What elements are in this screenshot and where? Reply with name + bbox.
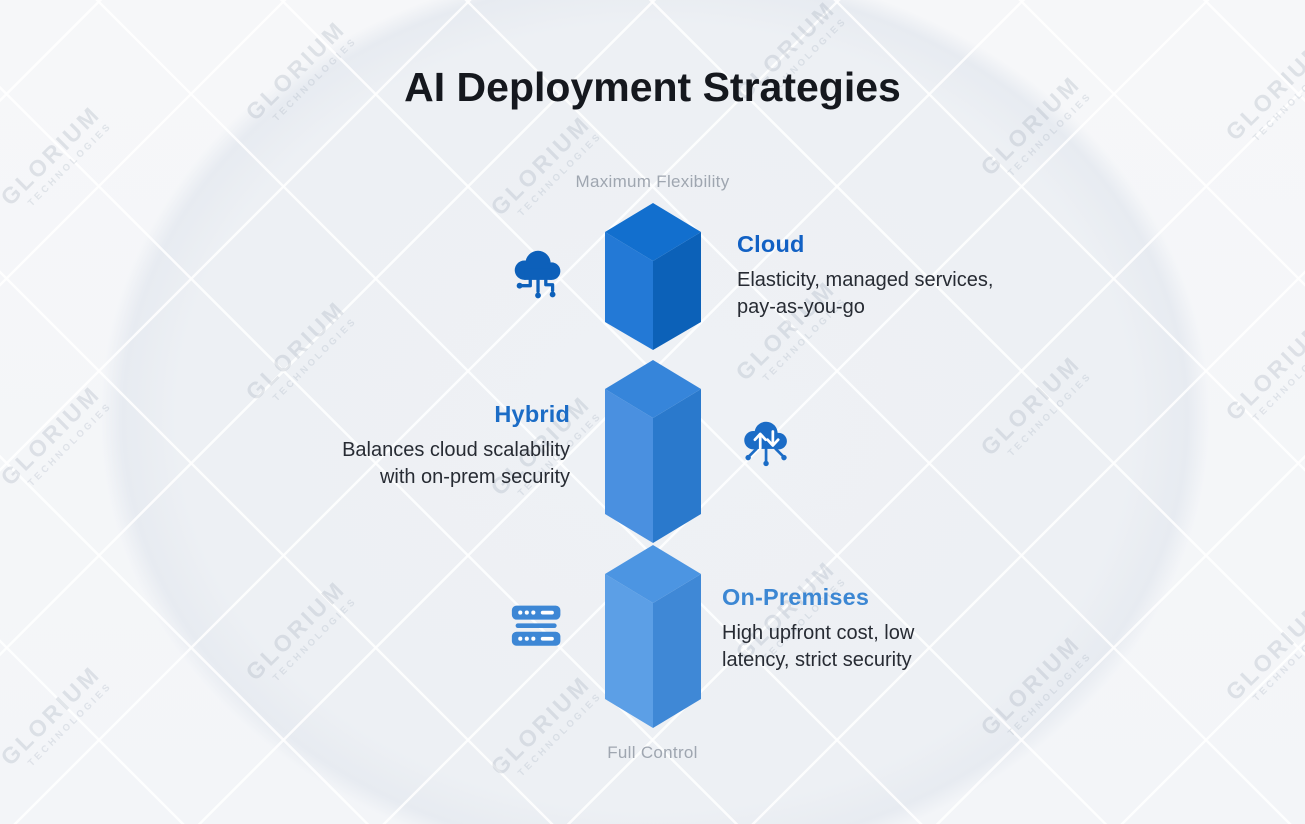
- cube-cloud-left-face: [605, 232, 653, 350]
- cube-cloud: [605, 203, 701, 350]
- section-hybrid: Hybrid Balances cloud scalability with o…: [342, 401, 570, 491]
- cloud-circuit-icon: [514, 250, 561, 299]
- cube-hybrid-right-face: [653, 389, 701, 543]
- cube-hybrid-left-face: [605, 389, 653, 543]
- hybrid-description-line: with on-prem security: [379, 466, 570, 488]
- sync-arrows: [753, 430, 780, 450]
- cloud-description: Elasticity, managed services, pay-as-you…: [737, 267, 993, 321]
- cloud-label: Cloud: [737, 231, 805, 257]
- cloud-sync-icon: [744, 421, 787, 467]
- server-icon: [511, 605, 561, 646]
- cloud-description-line: Elasticity, managed services,: [737, 269, 994, 291]
- cube-hybrid: [605, 360, 701, 543]
- onprem-description-line: latency, strict security: [722, 649, 912, 671]
- onprem-description: High upfront cost, low latency, strict s…: [722, 620, 914, 674]
- hybrid-description-line: Balances cloud scalability: [342, 439, 570, 461]
- axis-label-bottom: Full Control: [607, 743, 698, 762]
- section-cloud: Cloud Elasticity, managed services, pay-…: [737, 231, 993, 321]
- page-title: AI Deployment Strategies: [404, 64, 901, 110]
- cube-hybrid-top-face: [605, 360, 701, 418]
- cloud-description-line: pay-as-you-go: [737, 296, 865, 318]
- onprem-description-line: High upfront cost, low: [722, 622, 915, 644]
- cube-onprem-right-face: [653, 574, 701, 728]
- cube-cloud-right-face: [653, 232, 701, 350]
- cube-cloud-top-face: [605, 203, 701, 261]
- section-onprem: On-Premises High upfront cost, low laten…: [722, 584, 914, 674]
- onprem-label: On-Premises: [722, 584, 870, 610]
- cube-onprem: [605, 545, 701, 728]
- axis-label-top: Maximum Flexibility: [575, 172, 730, 191]
- hybrid-label: Hybrid: [494, 401, 570, 427]
- hybrid-description: Balances cloud scalability with on-prem …: [342, 437, 570, 491]
- cube-onprem-left-face: [605, 574, 653, 728]
- cube-onprem-top-face: [605, 545, 701, 603]
- server-lights: [518, 610, 554, 641]
